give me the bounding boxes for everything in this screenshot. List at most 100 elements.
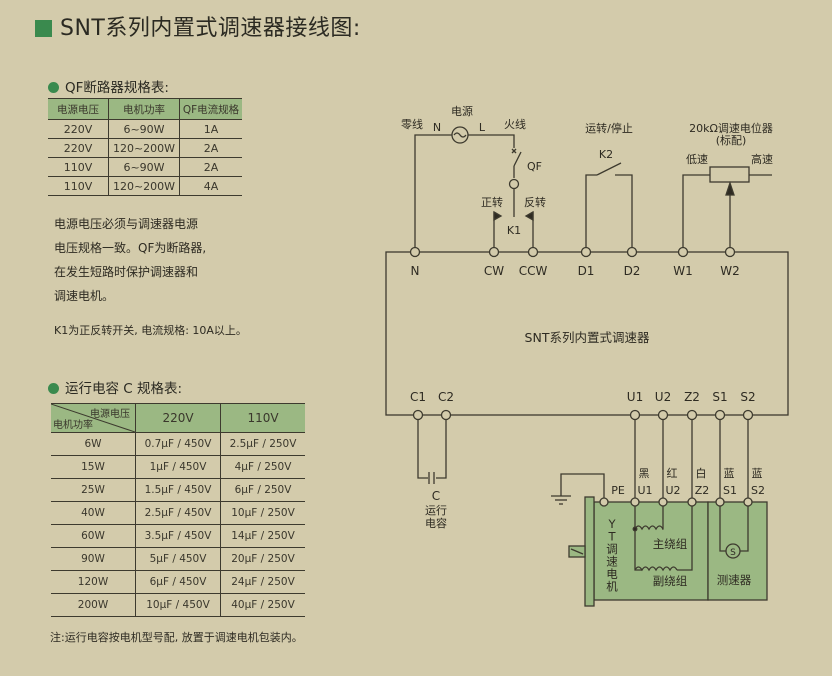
cell: 15W [51, 455, 136, 479]
cell: 0.7μF / 450V [135, 432, 221, 456]
high-speed-label: 高速 [751, 152, 773, 166]
motor-label-char: T [607, 530, 616, 544]
motor-terminal [658, 497, 668, 507]
k2-label: K2 [599, 148, 613, 161]
d2-wire [615, 174, 633, 252]
cell: 25W [51, 478, 136, 502]
corner-bottom-label: 电机功率 [53, 420, 93, 431]
motor-label-char: 电 [606, 567, 618, 581]
terminal-c2 [440, 409, 452, 421]
terminal-label: Z2 [684, 390, 700, 404]
cell: 220V [48, 119, 109, 139]
header-cell: QF电流规格 [179, 98, 242, 120]
pot-sub-label: (标配) [716, 133, 747, 147]
bullet-icon [48, 383, 59, 394]
neutral-label: 零线 [401, 117, 423, 131]
motor-terminal [630, 497, 640, 507]
motor-terminal-label: Z2 [695, 484, 710, 497]
terminal-d1 [580, 246, 592, 258]
shaft-hatch [570, 548, 584, 555]
qf-heading-text: QF断路器规格表: [65, 80, 169, 96]
cap-table-heading: 运行电容 C 规格表: [48, 377, 182, 397]
pe-ground-wire [560, 473, 605, 502]
live-wire [468, 134, 515, 148]
terminal-label: S2 [740, 390, 755, 404]
terminal-ccw [527, 246, 539, 258]
cell: 2A [179, 138, 242, 158]
terminal-label: U2 [655, 390, 671, 404]
cell: 120~200W [108, 138, 180, 158]
main-winding-icon [634, 525, 664, 531]
motor-terminal [743, 497, 753, 507]
page-title: SNT系列内置式调速器接线图: [35, 10, 361, 42]
aux-winding-label: 副绕组 [653, 574, 688, 588]
motor-terminal [599, 497, 609, 507]
cell: 2.5μF / 450V [135, 501, 221, 525]
terminal-label: CCW [519, 264, 548, 278]
terminal-label: U1 [627, 390, 643, 404]
terminal-c1 [412, 409, 424, 421]
terminal-u2 [657, 409, 669, 421]
cell: 1.5μF / 450V [135, 478, 221, 502]
corner-header-cell: 电源电压 电机功率 [51, 403, 136, 433]
wire-color-label: 蓝 [724, 467, 735, 480]
header-cell: 电源电压 [48, 98, 109, 120]
motor-terminal-label: U1 [637, 484, 652, 497]
low-speed-label: 低速 [686, 153, 708, 166]
note-line: 电源电压必须与调速器电源 [54, 217, 199, 231]
qf-label: QF [527, 160, 542, 173]
cell: 90W [51, 547, 136, 571]
wire-color-label: 蓝 [752, 467, 763, 480]
controller-label: SNT系列内置式调速器 [525, 330, 650, 345]
wire-color-label: 红 [667, 467, 678, 480]
terminal-s1 [714, 409, 726, 421]
forward-label: 正转 [481, 195, 503, 209]
terminal-label: C2 [438, 390, 454, 404]
cell: 6~90W [108, 157, 180, 177]
motor-label-char: 调 [606, 542, 618, 556]
tacho-symbol: S [730, 548, 736, 558]
terminal-label: W2 [720, 264, 740, 278]
cell: 6W [51, 432, 136, 456]
wire-color-label: 黑 [639, 467, 650, 480]
k2-switch-icon [596, 162, 622, 176]
cw-contact-icon [493, 210, 503, 222]
cell: 4A [179, 176, 242, 196]
notes-block: 电源电压必须与调速器电源 电压规格一致。QF为断路器, 在发生短路时保护调速器和… [54, 212, 206, 308]
neutral-wire [414, 134, 452, 252]
terminal-cw [488, 246, 500, 258]
motor-terminal-label: PE [611, 484, 625, 497]
cell: 3.5μF / 450V [135, 524, 221, 548]
power-label: 电源 [451, 104, 473, 118]
header-cell: 电机功率 [108, 98, 180, 120]
cell: 120~200W [108, 176, 180, 196]
capacitor-desc-1: 运行 [425, 504, 447, 517]
cell: 110V [48, 157, 109, 177]
motor-terminal [687, 497, 697, 507]
cell: 40μF / 250V [220, 593, 305, 617]
qf-breaker-icon [513, 151, 522, 167]
terminal-z2 [686, 409, 698, 421]
cell: 110V [48, 176, 109, 196]
motor-label-char: Y [607, 517, 616, 531]
terminal-label: C1 [410, 390, 426, 404]
qf-x-mark [511, 148, 517, 154]
pot-wiper-arrow-icon [725, 180, 735, 196]
cell: 60W [51, 524, 136, 548]
terminal-w2 [724, 246, 736, 258]
cell: 10μF / 250V [220, 501, 305, 525]
cell: 220V [48, 138, 109, 158]
cell: 14μF / 250V [220, 524, 305, 548]
